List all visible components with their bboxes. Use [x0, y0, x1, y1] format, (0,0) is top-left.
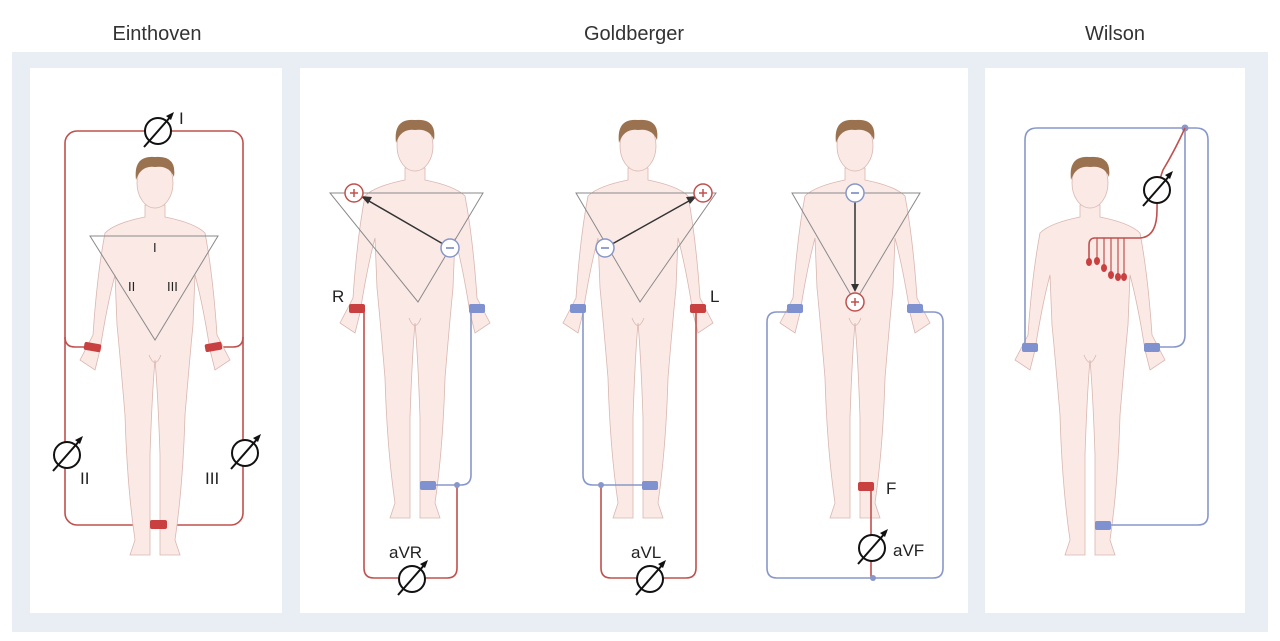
- electrode-left-arm: [1144, 343, 1160, 352]
- electrode-left-arm: [907, 304, 923, 313]
- lead-label-III: III: [205, 469, 219, 488]
- lead-label-aVR: aVR: [389, 543, 422, 562]
- negative-pole-icon: [845, 183, 865, 203]
- electrode-right-arm: [1022, 343, 1038, 352]
- electrode-left-leg: [420, 481, 436, 490]
- triangle-label-III: III: [167, 279, 178, 294]
- negative-pole-icon: [440, 238, 460, 258]
- electrode-left-arm: [469, 304, 485, 313]
- electrode-label-R: R: [332, 287, 344, 306]
- goldberger-avr-diagram: R aVR: [328, 119, 491, 596]
- electrode-left-leg: [858, 482, 874, 491]
- positive-pole-icon: [344, 183, 364, 203]
- title-einthoven: Einthoven: [113, 23, 202, 45]
- electrode-left-arm: [690, 304, 706, 313]
- title-wilson: Wilson: [1085, 23, 1145, 45]
- electrode-right-arm: [349, 304, 365, 313]
- goldberger-avf-diagram: F aVF: [766, 119, 944, 581]
- lead-label-I: I: [179, 109, 184, 128]
- positive-pole-icon: [693, 183, 713, 203]
- electrode-label-F: F: [886, 479, 896, 498]
- lead-label-II: II: [80, 469, 89, 488]
- electrode-right-arm: [570, 304, 586, 313]
- electrode-left-leg: [1095, 521, 1111, 530]
- triangle-label-I: I: [153, 240, 157, 255]
- lead-label-aVF: aVF: [893, 541, 924, 560]
- electrode-right-arm: [787, 304, 803, 313]
- positive-pole-icon: [845, 292, 865, 312]
- electrode-right-arm: [83, 341, 102, 353]
- chest-electrodes: [1086, 257, 1127, 281]
- electrode-left-leg: [642, 481, 658, 490]
- electrode-left-arm: [204, 341, 223, 353]
- einthoven-triangle: [89, 235, 219, 341]
- triangle-label-II: II: [128, 279, 135, 294]
- lead-label-aVL: aVL: [631, 543, 661, 562]
- negative-pole-icon: [595, 238, 615, 258]
- wilson-diagram: [1014, 124, 1209, 556]
- electrode-left-leg: [150, 520, 167, 529]
- electrode-label-L: L: [710, 287, 719, 306]
- goldberger-avl-diagram: L aVL: [562, 119, 719, 596]
- title-goldberger: Goldberger: [584, 23, 684, 45]
- einthoven-diagram: I II III I II III: [52, 109, 262, 556]
